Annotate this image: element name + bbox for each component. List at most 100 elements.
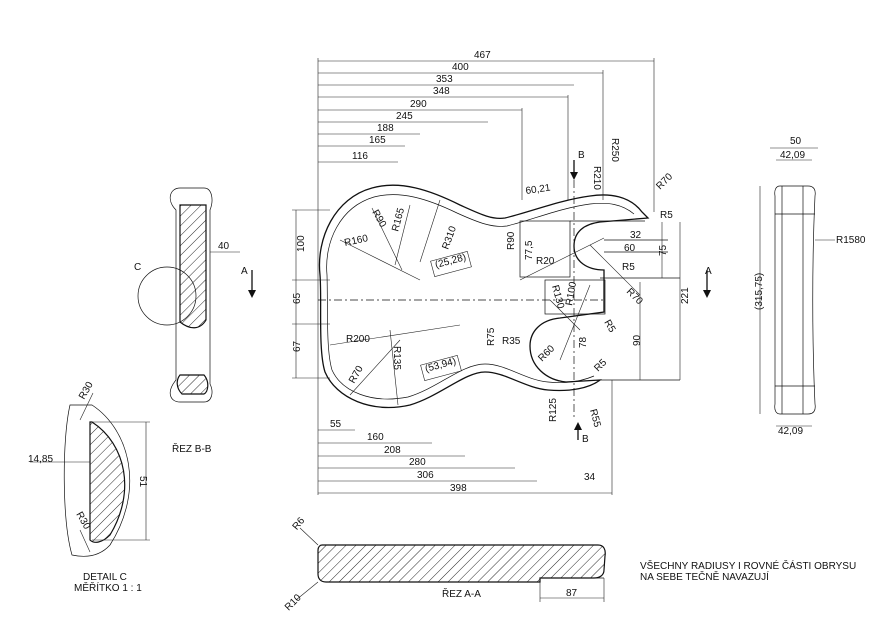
dim-467: 467 xyxy=(474,50,491,61)
bottom-dim-labels: 55 160 208 280 306 398 xyxy=(330,419,467,494)
marker-b-top: B xyxy=(578,150,585,161)
marker-b-bottom: B xyxy=(582,434,589,445)
radius-r160: R160 xyxy=(343,233,369,249)
radius-r5-a: R5 xyxy=(622,262,635,273)
radius-r100: R100 xyxy=(564,281,579,307)
radius-r130: R130 xyxy=(549,284,566,310)
detail-c-r30-top: R30 xyxy=(77,380,96,402)
dim-165: 165 xyxy=(369,135,386,146)
section-bb-hatch-bottom xyxy=(176,374,209,395)
section-arrows xyxy=(248,160,711,440)
dim-60-21: 60,21 xyxy=(525,183,552,197)
radius-r60: R60 xyxy=(536,343,557,364)
radius-r135: R135 xyxy=(391,346,402,370)
section-aa: R6 R10 87 ŘEZ A-A xyxy=(283,515,606,613)
top-dim-labels: 467 400 353 348 290 245 188 165 116 xyxy=(352,50,491,162)
side-view-outline xyxy=(774,185,816,415)
radius-r310: R310 xyxy=(440,224,459,251)
dim-290: 290 xyxy=(410,99,427,110)
body-outline xyxy=(318,184,650,409)
note-line1: VŠECHNY RADIUSY I ROVNÉ ČÁSTI OBRYSU xyxy=(640,559,856,572)
section-aa-r10: R10 xyxy=(283,592,304,613)
radius-r75: R75 xyxy=(486,327,497,346)
detail-c-outline xyxy=(63,404,130,557)
note: VŠECHNY RADIUSY I ROVNÉ ČÁSTI OBRYSU NA … xyxy=(640,559,856,583)
neck-pocket xyxy=(519,220,571,278)
dim-348: 348 xyxy=(433,86,450,97)
radius-r20: R20 xyxy=(536,256,555,267)
dim-245: 245 xyxy=(396,111,413,122)
side-view-bottom-42: 42,09 xyxy=(778,426,803,437)
radius-r210: R210 xyxy=(591,166,602,190)
dim-208: 208 xyxy=(384,445,401,456)
dim-306: 306 xyxy=(417,470,434,481)
radius-r200: R200 xyxy=(346,334,370,345)
dim-90: 90 xyxy=(632,334,643,346)
section-aa-hatch xyxy=(317,544,606,583)
side-view-height: (315,75) xyxy=(754,273,765,310)
radius-r5-c: R5 xyxy=(601,318,617,335)
detail-c-title: DETAIL C xyxy=(83,572,127,583)
right-dim-labels: 32 60 75 221 90 xyxy=(624,230,691,346)
dim-280: 280 xyxy=(409,457,426,468)
side-view: 50 42,09 42,09 (315,75) R1580 xyxy=(754,136,866,437)
dim-188: 188 xyxy=(377,123,394,134)
neck-pocket-lower xyxy=(544,279,606,315)
radius-r90-a: R90 xyxy=(369,208,388,230)
main-view xyxy=(248,58,711,495)
radius-leaders xyxy=(329,199,641,406)
radius-r70-a: R70 xyxy=(624,286,645,307)
radius-r90-b: R90 xyxy=(506,231,517,250)
radius-r35: R35 xyxy=(502,336,521,347)
boxed-53-94: (53,94) xyxy=(424,356,457,375)
dim-398: 398 xyxy=(450,483,467,494)
section-bb: 40 C ŘEZ B-B xyxy=(134,187,240,455)
side-view-top-50: 50 xyxy=(790,136,802,147)
radius-r250: R250 xyxy=(609,138,620,162)
section-aa-r6: R6 xyxy=(291,515,308,532)
marker-a-right: A xyxy=(705,266,712,277)
dim-55: 55 xyxy=(330,419,342,430)
side-view-top-42: 42,09 xyxy=(780,150,805,161)
body-inner-outline xyxy=(326,194,635,400)
radius-r5-b: R5 xyxy=(660,210,673,221)
dim-221: 221 xyxy=(680,287,691,304)
dim-353: 353 xyxy=(436,74,453,85)
detail-c: R30 14,85 51 R30 DETAIL C MĚŘÍTKO 1 : 1 xyxy=(28,380,150,594)
dim-77-5: 77,5 xyxy=(524,240,535,260)
dim-116: 116 xyxy=(352,151,368,162)
note-line2: NA SEBE TEČNĚ NAVAZUJÍ xyxy=(640,570,769,583)
dim-78: 78 xyxy=(578,336,589,348)
dimension-lines xyxy=(292,58,681,495)
radius-r5-d: R5 xyxy=(592,357,609,374)
radius-r165: R165 xyxy=(390,206,407,232)
section-aa-dim: 87 xyxy=(566,588,578,599)
dim-100: 100 xyxy=(296,235,307,252)
detail-c-width: 14,85 xyxy=(28,454,53,465)
dim-67: 67 xyxy=(292,340,303,352)
radius-r55: R55 xyxy=(587,408,602,429)
dim-34: 34 xyxy=(584,472,596,483)
radius-r70-c: R70 xyxy=(347,364,366,386)
dim-400: 400 xyxy=(452,62,469,73)
detail-c-hatch xyxy=(89,421,126,543)
dim-32: 32 xyxy=(630,230,642,241)
section-marker-labels: B B A A xyxy=(241,150,712,445)
section-bb-label: ŘEZ B-B xyxy=(172,442,212,455)
detail-c-scale: MĚŘÍTKO 1 : 1 xyxy=(74,581,142,594)
section-bb-outline xyxy=(169,187,213,403)
section-bb-hatch xyxy=(179,204,207,329)
dim-160: 160 xyxy=(367,432,384,443)
left-dim-labels: 100 65 67 xyxy=(292,235,307,352)
detail-c-letter: C xyxy=(134,262,141,273)
dim-60: 60 xyxy=(624,243,636,254)
boxed-25-28: (25,28) xyxy=(434,252,467,271)
detail-c-height: 51 xyxy=(137,476,148,488)
dim-65: 65 xyxy=(292,292,303,304)
dim-75: 75 xyxy=(658,244,669,256)
section-aa-label: ŘEZ A-A xyxy=(442,587,481,600)
radius-labels: R90 R165 R160 R310 R90 R20 R5 R70 R5 R25… xyxy=(343,138,675,429)
marker-a-left: A xyxy=(241,266,248,277)
side-view-radius: R1580 xyxy=(836,235,866,246)
